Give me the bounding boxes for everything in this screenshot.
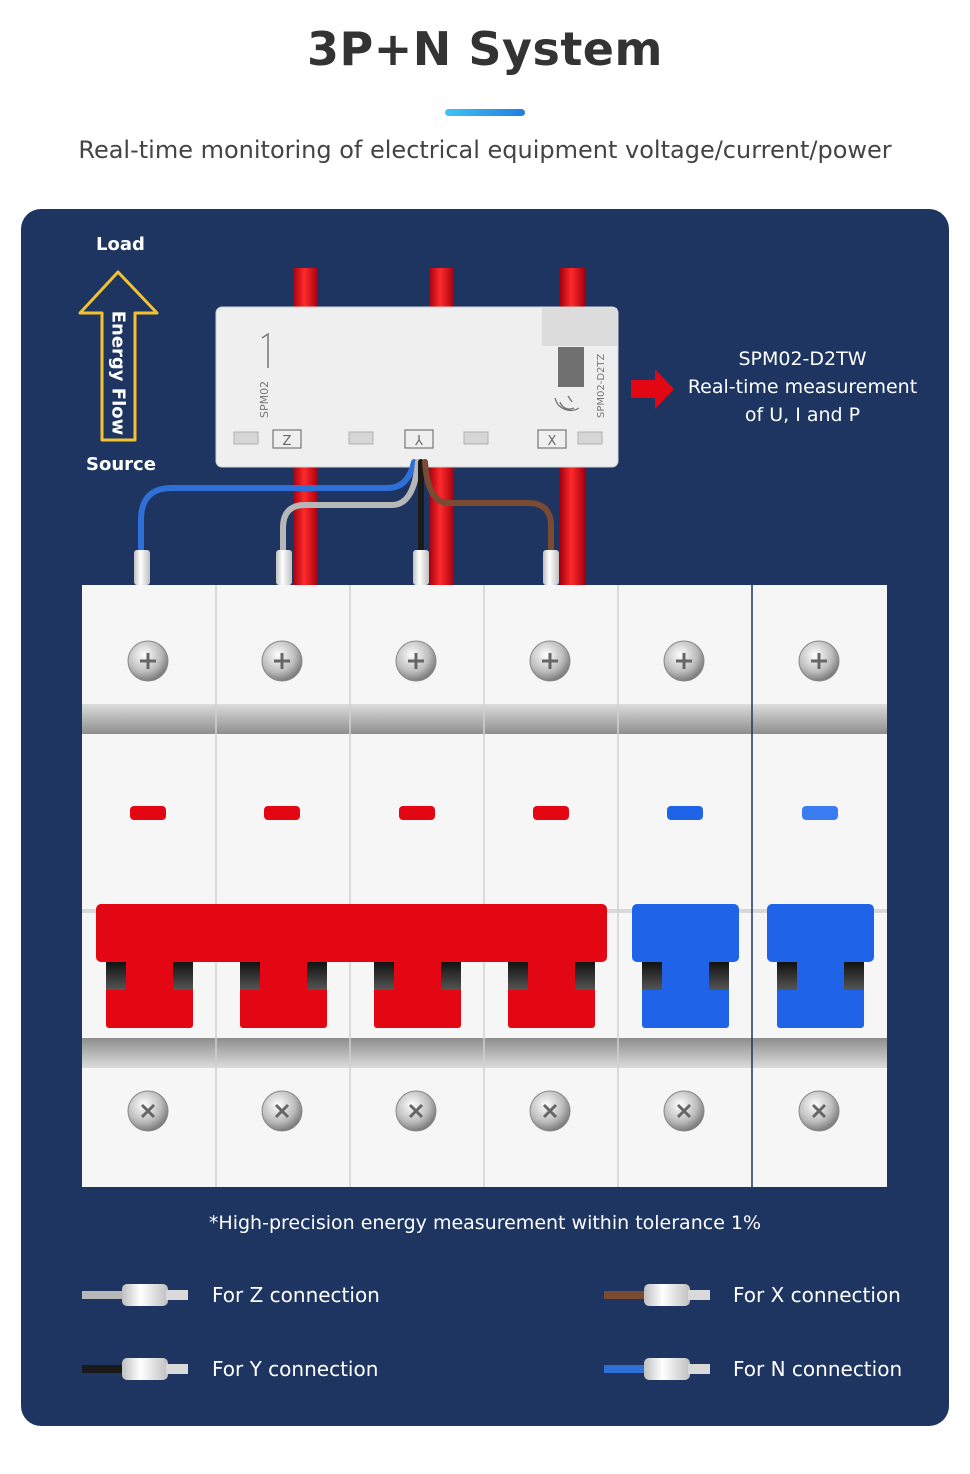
terminal-y xyxy=(404,429,434,449)
page-title: 3P+N System xyxy=(307,22,663,76)
screw-icon xyxy=(395,1090,437,1132)
status-indicators xyxy=(130,806,838,820)
legend-wire-z-icon xyxy=(82,1284,188,1306)
screw-icon xyxy=(395,640,437,682)
terminal-z xyxy=(272,429,302,449)
energy-meter-module: Z Y X SPM02 SPM02-D2TZ xyxy=(215,306,619,468)
terminal-x-label: X xyxy=(548,434,557,449)
source-label: Source xyxy=(86,454,156,475)
page-subtitle: Real-time monitoring of electrical equip… xyxy=(78,136,892,164)
screw-icon xyxy=(798,1090,840,1132)
screw-icon xyxy=(798,640,840,682)
legend-z-label: For Z connection xyxy=(212,1283,380,1307)
meter-status-mark xyxy=(261,332,269,368)
legend-x-label: For X connection xyxy=(733,1283,901,1307)
legend-n-label: For N connection xyxy=(733,1357,903,1381)
ferrule-x xyxy=(543,550,559,585)
screw-icon xyxy=(127,640,169,682)
circuit-breaker-assembly xyxy=(82,585,887,1187)
indicator-light xyxy=(667,806,703,820)
title-underline xyxy=(445,109,525,116)
legend-wire-y-icon xyxy=(82,1358,188,1380)
terminal-z-label: Z xyxy=(283,434,292,449)
top-screws xyxy=(127,640,840,682)
bottom-screws xyxy=(127,1090,840,1132)
energy-flow-arrow xyxy=(78,270,159,442)
terminal-x xyxy=(537,429,567,449)
screw-icon xyxy=(261,1090,303,1132)
meter-pointer-arrow xyxy=(631,369,674,409)
phase-breaker-toggle[interactable] xyxy=(96,904,607,1028)
ferrule-n xyxy=(134,550,150,585)
terminal-y-label: Y xyxy=(415,431,424,446)
meter-description: SPM02-D2TW Real-time measurement of U, I… xyxy=(675,345,930,429)
indicator-light xyxy=(533,806,569,820)
meter-toggle-switch[interactable] xyxy=(558,347,584,387)
wireless-icon xyxy=(554,395,580,412)
indicator-light xyxy=(399,806,435,820)
legend-wire-n-icon xyxy=(604,1358,710,1380)
load-label: Load xyxy=(96,234,145,255)
z-wire xyxy=(280,459,421,556)
legend-y-label: For Y connection xyxy=(212,1357,379,1381)
energy-flow-label: Energy Flow xyxy=(107,310,129,436)
screw-icon xyxy=(127,1090,169,1132)
meter-description-line2: of U, I and P xyxy=(744,404,861,426)
auxiliary-breaker-toggle[interactable] xyxy=(767,904,874,1028)
screw-icon xyxy=(529,640,571,682)
ferrule-y xyxy=(413,550,429,585)
screw-icon xyxy=(663,640,705,682)
indicator-light xyxy=(130,806,166,820)
meter-model-name: SPM02-D2TW xyxy=(738,348,867,370)
indicator-light xyxy=(264,806,300,820)
screw-icon xyxy=(663,1090,705,1132)
meter-description-line1: Real-time measurement xyxy=(687,376,918,398)
indicator-light xyxy=(802,806,838,820)
x-wire xyxy=(422,459,554,556)
neutral-wire xyxy=(138,459,417,556)
tolerance-note: *High-precision energy measurement withi… xyxy=(208,1212,762,1234)
neutral-breaker-toggle[interactable] xyxy=(632,904,739,1028)
meter-model-left: SPM02 xyxy=(258,381,271,418)
ferrule-z xyxy=(276,550,292,585)
screw-icon xyxy=(529,1090,571,1132)
meter-model-right: SPM02-D2TZ xyxy=(596,353,607,418)
screw-icon xyxy=(261,640,303,682)
legend-wire-x-icon xyxy=(604,1284,710,1306)
